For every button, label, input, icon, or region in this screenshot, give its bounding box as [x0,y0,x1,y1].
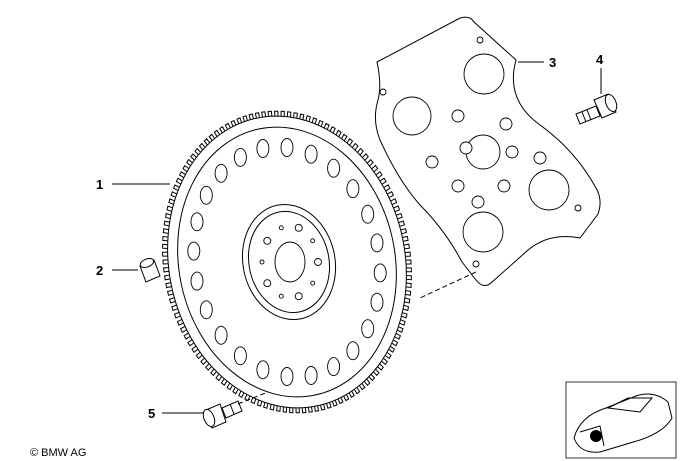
bolt-5-head-face [202,408,216,428]
flywheel-bolt-hole [304,366,318,385]
hub-bolt-hole [278,225,284,231]
plate-edge-hole [472,260,480,268]
plate-small-hole [499,117,513,131]
flywheel-bolt-hole [256,360,270,380]
plate-small-hole [451,179,465,193]
car-front-detail [579,425,605,447]
plate-large-hole-left [392,96,432,136]
copyright-text: © BMW AG [30,447,86,459]
dowel-end [139,257,155,269]
plate-large-hole-top [463,53,505,95]
bolt-4-thread [581,111,587,123]
plate-small-hole [425,155,439,169]
flywheel-bolt-hole [327,158,341,178]
flywheel-hub-holes [259,223,322,301]
callout-1[interactable]: 1 [96,177,103,192]
flywheel-bolt-hole [370,233,384,253]
hub-bolt-hole [310,280,316,286]
bolt-part-4[interactable] [575,93,619,125]
flywheel-bolt-hole [280,367,294,386]
flywheel-hub-ring [247,210,331,314]
bolt-4-head-face [604,93,618,113]
flywheel-bolt-hole [214,325,228,345]
car-body-outline [573,393,673,453]
dowel-sleeve[interactable] [139,257,161,283]
bolt-part-5[interactable] [201,400,243,429]
thumbnail-frame [565,381,677,459]
flywheel-bolt-hole [190,271,204,291]
flywheel-bolt-hole [361,204,375,224]
flywheel-bolt-hole [199,300,213,320]
vehicle-location-thumbnail [565,381,677,459]
location-marker [590,430,602,442]
hub-bolt-hole [294,223,303,232]
callout-4[interactable]: 4 [596,52,604,67]
flywheel-bolt-hole [373,263,387,283]
plate-small-hole [471,195,485,209]
flywheel-bolt-hole [214,163,228,183]
plate-small-hole [533,151,547,165]
flywheel-bolt-hole [346,341,360,361]
flywheel-bolt-hole [361,319,375,339]
hub-bolt-hole [310,238,316,244]
drive-plate[interactable] [374,16,601,286]
plate-small-holes [379,36,582,268]
plate-edge-hole [379,88,387,96]
plate-edge-hole [476,36,484,44]
gear-tooth-ring [162,110,412,414]
plate-small-hole [505,145,519,159]
flywheel-bolt-hole [187,241,201,261]
car-windshield [606,397,654,413]
bolt-5-thread [229,403,235,415]
flywheel-bolt-hole [280,138,294,157]
plate-edge-hole [574,204,582,212]
callout-3[interactable]: 3 [549,55,556,70]
plate-large-hole-right [528,169,570,211]
plate-center-hole [465,134,501,170]
flywheel-bolt-hole [346,179,360,199]
flywheel-bolt-hole [370,292,384,312]
bolt-4-thread [586,109,592,121]
flywheel-bolt-hole [304,144,318,164]
flywheel-bolt-hole [190,212,204,232]
callout-2[interactable]: 2 [96,263,103,278]
plate-small-hole [459,141,473,155]
assembly-line-plate [419,271,477,299]
hub-bolt-hole [263,236,272,245]
hub-bolt-hole [314,258,322,266]
assembly-line-bolt-5 [237,391,269,405]
flywheel-bolt-hole [199,185,213,205]
flywheel-bolt-hole [233,346,247,366]
hub-bolt-hole [278,293,284,299]
flywheel-center-bore [274,241,306,283]
flywheel[interactable] [141,94,433,431]
flywheel-bolt-hole [233,147,247,167]
flywheel-bolt-holes [187,138,387,386]
plate-small-hole [497,179,511,193]
hub-bolt-hole [263,279,272,288]
flywheel-teeth [162,110,412,414]
hub-bolt-hole [294,292,303,301]
flywheel-bolt-hole [327,357,341,377]
plate-large-hole-bottom [462,211,504,253]
callout-5[interactable]: 5 [148,406,155,421]
flywheel-bolt-hole [256,139,270,158]
bolt-4-shank [575,105,601,125]
hub-bolt-hole [259,259,265,265]
flywheel-inner-rim [177,126,397,398]
plate-small-hole [451,109,465,123]
